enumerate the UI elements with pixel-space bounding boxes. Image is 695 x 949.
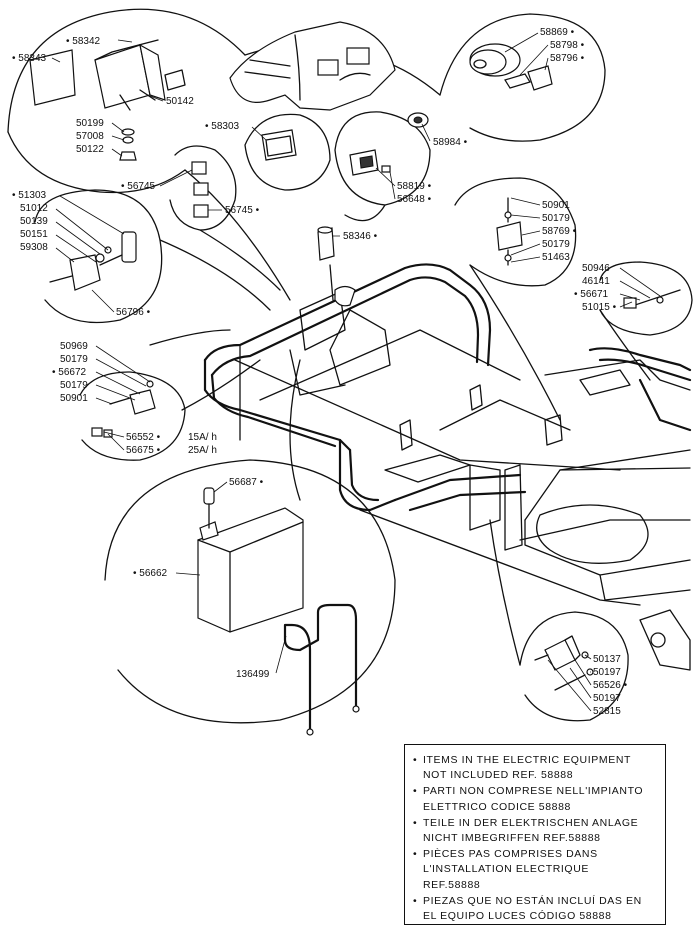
key-icon [504, 73, 531, 89]
detail-circle-relays [169, 145, 237, 231]
display-unit [261, 129, 297, 161]
label-51303: • 51303 [12, 190, 47, 201]
seat-switch [49, 231, 137, 291]
star-marker: • [413, 754, 418, 766]
ignition-switch [469, 43, 553, 91]
label-50197a: 50197 [593, 667, 621, 678]
note-spanish: •PIEZAS QUE NO ESTÁN INCLUÍ DAS EN EL EQ… [413, 894, 642, 923]
note-english: •ITEMS IN THE ELECTRIC EQUIPMENT NOT INC… [413, 754, 632, 782]
socket-58984 [407, 112, 429, 128]
label-56671: • 56671 [574, 289, 609, 300]
chassis-frame [203, 263, 692, 671]
label-56526: 56526 • [593, 680, 628, 691]
battery [197, 487, 304, 633]
detail-circles [7, 8, 693, 724]
label-52815: 52815 [593, 706, 621, 717]
star-marker: • [413, 785, 418, 798]
label-46141: 46141 [582, 276, 610, 287]
label-58303: • 58303 [205, 121, 240, 132]
label-56675-note: 25A/ h [188, 445, 217, 456]
detail-circle-switch2 [454, 177, 577, 287]
label-50199: 50199 [76, 118, 104, 129]
label-58346: 58346 • [343, 231, 378, 242]
label-58343: • 58343 [12, 53, 47, 64]
hour-meter [29, 39, 186, 161]
label-58798: 58798 • [550, 40, 585, 51]
detail-circle-ignition [439, 13, 606, 142]
label-51012: 51012 [20, 203, 48, 214]
bracket-58346 [317, 226, 356, 307]
notes-legend: •ITEMS IN THE ELECTRIC EQUIPMENT NOT INC… [404, 744, 666, 925]
detail-circle-right [599, 261, 693, 336]
star-marker: • [413, 816, 418, 829]
label-56675: 56675 • [126, 445, 161, 456]
note-italian: •PARTI NON COMPRESE NELL'IMPIANTO ELETTR… [413, 785, 644, 813]
connector-lower-right [534, 635, 594, 691]
label-56745a: • 56745 [121, 181, 156, 192]
label-50901b: 50901 [60, 393, 88, 404]
label-50197b: 50197 [593, 693, 621, 704]
label-56796: 56796 • [116, 307, 151, 318]
relays [191, 161, 209, 218]
label-ticks [51, 32, 661, 712]
detail-circle-hour-meter [7, 8, 246, 133]
label-56662: • 56662 [133, 568, 168, 579]
label-50122: 50122 [76, 144, 104, 155]
label-50179d: 50179 [60, 380, 88, 391]
label-58796: 58796 • [550, 53, 585, 64]
detail-circle-switch [334, 111, 431, 206]
label-50901a: 50901 [542, 200, 570, 211]
label-56687: 56687 • [229, 477, 264, 488]
switch-right [623, 289, 681, 309]
label-58869: 58869 • [540, 27, 575, 38]
deck-opening [536, 504, 649, 564]
part-labels: • 58342 • 58343 50142 50199 57008 50122 … [12, 27, 628, 717]
note-french: •PIÈCES PAS COMPRISES DANS L'INSTALLATIO… [413, 848, 598, 891]
dashboard-cover [229, 21, 396, 111]
label-58769: 58769 • [542, 226, 577, 237]
label-50151: 50151 [20, 229, 48, 240]
label-50142: 50142 [166, 96, 194, 107]
label-56648: 56648 • [397, 194, 432, 205]
label-50139: 50139 [20, 216, 48, 227]
rocker-switch [349, 149, 391, 176]
detail-circle-display [244, 113, 331, 191]
label-56552-note: 15A/ h [188, 432, 217, 443]
star-marker: • [413, 848, 418, 861]
label-56552: 56552 • [126, 432, 161, 443]
switch-58769 [496, 197, 523, 266]
label-136499: 136499 [236, 669, 270, 680]
label-51015: 51015 • [582, 302, 617, 313]
fuse-holder [91, 380, 156, 438]
label-50179b: 50179 [542, 239, 570, 250]
label-59308: 59308 [20, 242, 48, 253]
label-58984: 58984 • [433, 137, 468, 148]
label-50137: 50137 [593, 654, 621, 665]
label-58342: • 58342 [66, 36, 101, 47]
detail-circle-lower-right [519, 611, 629, 722]
detail-circle-battery [104, 459, 396, 724]
battery-rod [283, 603, 360, 736]
star-marker: • [413, 894, 418, 907]
label-57008: 57008 [76, 131, 104, 142]
detail-circle-fuses [79, 371, 186, 461]
label-50969: 50969 [60, 341, 88, 352]
label-50179a: 50179 [542, 213, 570, 224]
label-51463: 51463 [542, 252, 570, 263]
label-56745b: 56745 • [225, 205, 260, 216]
label-50946: 50946 [582, 263, 610, 274]
label-56672: • 56672 [52, 367, 87, 378]
mounting-plate [29, 49, 76, 106]
label-58819: 58819 • [397, 181, 432, 192]
label-50179c: 50179 [60, 354, 88, 365]
note-german: •TEILE IN DER ELEKTRISCHEN ANLAGE NICHT … [413, 816, 639, 845]
